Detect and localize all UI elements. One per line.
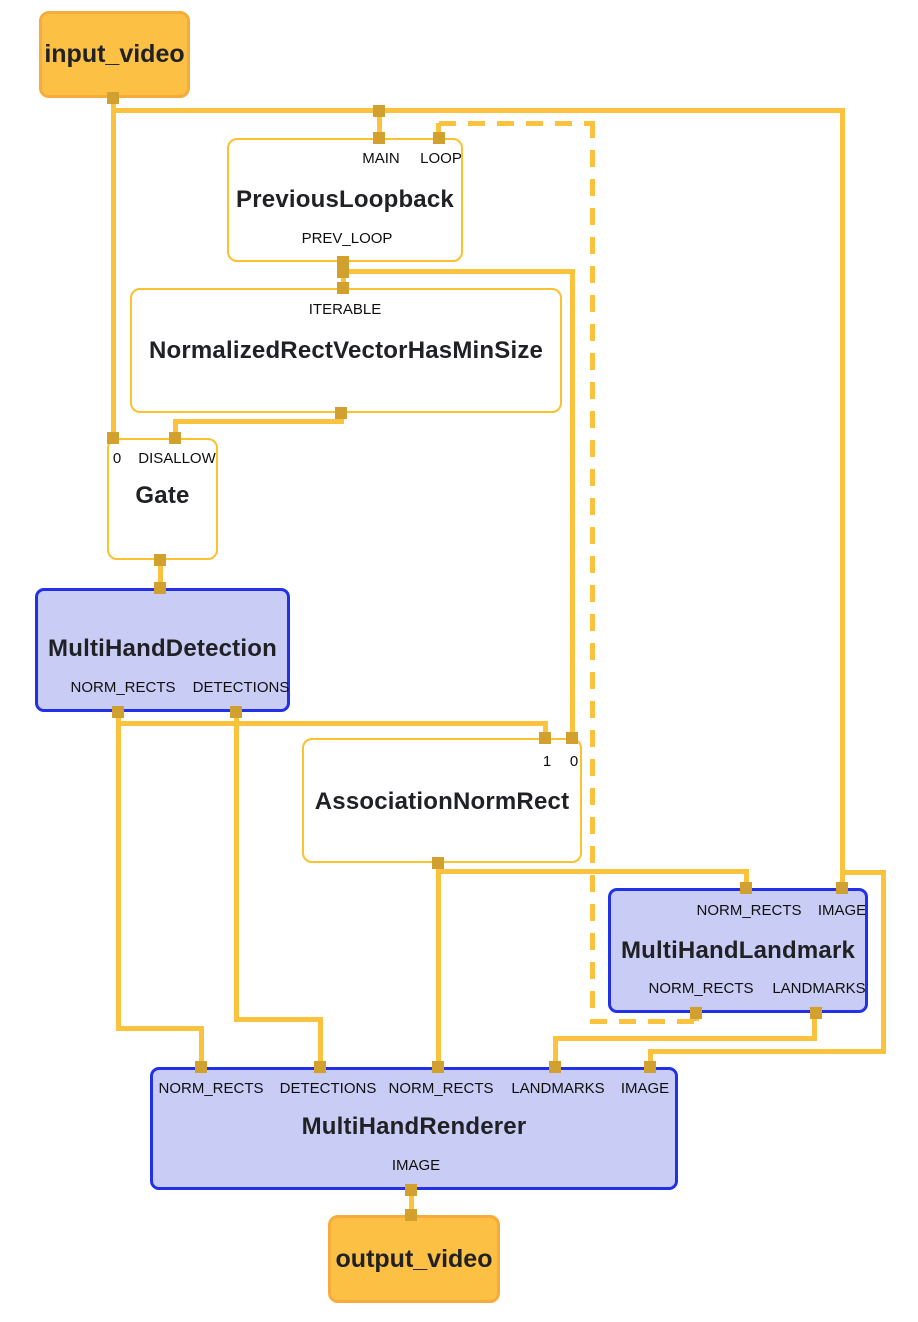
port-ren-detections-in xyxy=(314,1061,326,1073)
port-label-ren-image-out: IMAGE xyxy=(391,1157,441,1174)
port-label-lm-landmarks-out: LANDMARKS xyxy=(772,980,866,997)
edge-det-detections-v2 xyxy=(318,1017,323,1067)
node-title-multi-hand-detection: MultiHandDetection xyxy=(48,635,277,662)
port-label-disallow: DISALLOW xyxy=(138,450,216,467)
edge-landmarks-v2 xyxy=(553,1036,558,1067)
port-label-ren-norm-rects-2: NORM_RECTS xyxy=(388,1080,494,1097)
port-lm-landmarks-out xyxy=(810,1007,822,1019)
edge-image-to-renderer-v xyxy=(648,1049,653,1067)
edge-det-normrects-to-assoc1-h xyxy=(116,721,548,726)
port-det-detections-out xyxy=(230,706,242,718)
node-multi-hand-landmark[interactable]: NORM_RECTS IMAGE MultiHandLandmark NORM_… xyxy=(608,888,868,1013)
port-assoc-0-in xyxy=(566,732,578,744)
edge-minsize-to-disallow-v xyxy=(173,419,178,438)
port-ren-norm-rects-2-in xyxy=(432,1061,444,1073)
edge-image-branch-v xyxy=(881,870,886,1054)
port-det-norm-rects-out xyxy=(112,706,124,718)
port-label-det-detections: DETECTIONS xyxy=(192,679,290,696)
port-label-ren-detections: DETECTIONS xyxy=(279,1080,377,1097)
edge-minsize-to-disallow-h xyxy=(173,419,344,424)
node-title-gate: Gate xyxy=(135,482,190,509)
edge-assoc-out-v xyxy=(436,863,441,1067)
edge-landmarks-v1 xyxy=(812,1013,817,1041)
node-title-normalized-rect-vector-has-min-size: NormalizedRectVectorHasMinSize xyxy=(148,337,544,364)
port-label-assoc-0: 0 xyxy=(569,753,579,770)
port-detection-in xyxy=(154,582,166,594)
port-ren-norm-rects-1-in xyxy=(195,1061,207,1073)
port-lm-image-in xyxy=(836,882,848,894)
edge-assoc-to-landmark-v xyxy=(744,869,749,888)
port-label-ren-norm-rects-1: NORM_RECTS xyxy=(158,1080,264,1097)
edge-loopback-stub-top xyxy=(436,123,441,138)
port-label-gate-0: 0 xyxy=(112,450,122,467)
edge-det-normrects-v xyxy=(116,712,121,1031)
port-label-loop: LOOP xyxy=(420,150,462,167)
edge-inputvideo-to-landmark-image xyxy=(840,108,845,888)
port-main-in xyxy=(373,132,385,144)
node-title-association-norm-rect: AssociationNormRect xyxy=(314,788,570,815)
port-assoc-1-in xyxy=(539,732,551,744)
node-normalized-rect-vector-has-min-size[interactable]: ITERABLE NormalizedRectVectorHasMinSize xyxy=(130,288,562,413)
node-multi-hand-renderer[interactable]: NORM_RECTS DETECTIONS NORM_RECTS LANDMAR… xyxy=(150,1067,678,1190)
edge-image-to-renderer-h xyxy=(648,1049,886,1054)
edge-prevloop-branch-h xyxy=(341,269,575,274)
port-junction-prev-loop xyxy=(337,266,349,278)
port-gate-disallow-in xyxy=(169,432,181,444)
edge-det-normrects-to-renderer-h xyxy=(116,1026,204,1031)
edge-det-normrects-to-assoc1-v xyxy=(543,721,548,738)
node-title-multi-hand-landmark: MultiHandLandmark xyxy=(620,937,856,964)
port-lm-norm-rects-in xyxy=(740,882,752,894)
port-label-ren-image-in: IMAGE xyxy=(620,1080,670,1097)
port-lm-norm-rects-out xyxy=(690,1007,702,1019)
port-ren-landmarks-in xyxy=(549,1061,561,1073)
port-output-video-in xyxy=(405,1209,417,1221)
port-label-det-norm-rects: NORM_RECTS xyxy=(70,679,176,696)
node-output-video[interactable]: output_video xyxy=(328,1215,500,1303)
port-gate-out xyxy=(154,554,166,566)
node-previous-loopback[interactable]: MAIN LOOP PreviousLoopback PREV_LOOP xyxy=(227,138,463,262)
port-junction-main xyxy=(373,105,385,117)
port-gate-0-in xyxy=(107,432,119,444)
edge-image-branch-h xyxy=(840,870,886,875)
port-loop-in xyxy=(433,132,445,144)
port-ren-image-in xyxy=(644,1061,656,1073)
port-assoc-out xyxy=(432,857,444,869)
port-prev-loop-out xyxy=(337,256,349,268)
node-association-norm-rect[interactable]: 1 0 AssociationNormRect xyxy=(302,738,582,863)
edge-loopback-dashed-v xyxy=(590,121,595,1024)
edge-gate-to-detection xyxy=(158,560,163,588)
port-label-ren-landmarks: LANDMARKS xyxy=(511,1080,605,1097)
edge-renderer-to-outputvideo xyxy=(409,1190,414,1215)
port-label-prev-loop: PREV_LOOP xyxy=(301,230,393,247)
edge-landmarks-h xyxy=(553,1036,817,1041)
edge-inputvideo-trunk-h xyxy=(111,108,845,113)
port-label-lm-norm-rects-in: NORM_RECTS xyxy=(696,902,802,919)
port-ren-image-out xyxy=(405,1184,417,1196)
edge-det-detections-h xyxy=(234,1017,323,1022)
edge-det-detections-v xyxy=(234,712,239,1022)
edge-prevloop-to-assoc0-v xyxy=(570,269,575,738)
port-label-iterable: ITERABLE xyxy=(308,301,382,318)
port-label-lm-norm-rects-out: NORM_RECTS xyxy=(648,980,754,997)
port-label-main: MAIN xyxy=(362,150,400,167)
edge-loopback-dashed-bottom xyxy=(590,1019,700,1024)
port-label-lm-image-in: IMAGE xyxy=(817,902,867,919)
node-gate[interactable]: 0 DISALLOW Gate xyxy=(107,438,218,560)
port-minsize-out xyxy=(335,407,347,419)
node-title-multi-hand-renderer: MultiHandRenderer xyxy=(301,1113,527,1140)
edge-inputvideo-to-main xyxy=(377,108,382,138)
node-title-previous-loopback: PreviousLoopback xyxy=(236,186,454,213)
node-input-video[interactable]: input_video xyxy=(39,11,190,98)
port-input-video-out xyxy=(107,92,119,104)
port-iterable-in xyxy=(337,282,349,294)
output-video-label: output_video xyxy=(335,1244,493,1273)
edge-loopback-dashed-top xyxy=(439,121,595,126)
input-video-label: input_video xyxy=(44,40,185,68)
node-multi-hand-detection[interactable]: MultiHandDetection NORM_RECTS DETECTIONS xyxy=(35,588,290,712)
edge-det-normrects-to-renderer-v xyxy=(199,1026,204,1067)
edge-inputvideo-to-gate0 xyxy=(111,98,116,438)
port-label-assoc-1: 1 xyxy=(542,753,552,770)
